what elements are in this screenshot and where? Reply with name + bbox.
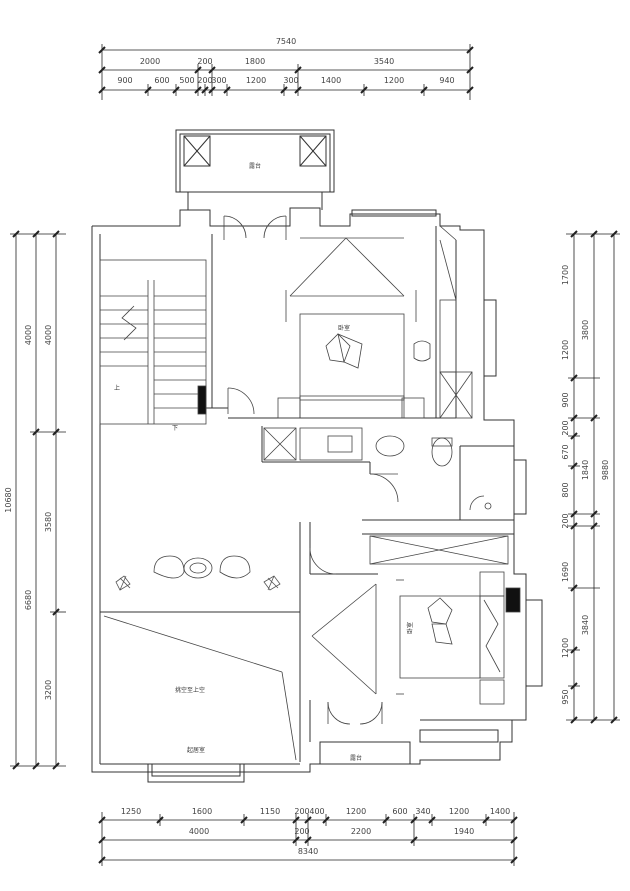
top-r1-2: 1800 (245, 57, 265, 66)
doors (223, 215, 485, 725)
bot-r1-7: 340 (415, 807, 430, 816)
bot-r1-3: 200 (294, 807, 309, 816)
top-r2-1: 600 (154, 76, 169, 85)
right-inner-7: 1690 (561, 562, 570, 582)
bottom-dimensions: 1250 1600 1150 200 400 1200 600 340 1200… (98, 807, 518, 866)
bedroom-1: 卧室 (277, 225, 473, 419)
top-r2-3: 200 (197, 76, 212, 85)
bot-r2-1: 200 (294, 827, 309, 836)
balcony-bottom-label: 露台 (350, 754, 362, 762)
left-inner-1: 3580 (44, 512, 53, 532)
top-total-label: 7540 (276, 37, 296, 46)
bot-r1-0: 1250 (121, 807, 141, 816)
bedroom-2-label: 卧室 (406, 622, 414, 634)
bot-r2-0: 4000 (189, 827, 209, 836)
right-inner-3: 200 (561, 420, 570, 435)
top-r2-8: 1200 (384, 76, 404, 85)
right-outer-2: 3840 (581, 615, 590, 635)
entry-label: 起居室 (187, 746, 205, 754)
top-r2-0: 900 (117, 76, 132, 85)
right-inner-9: 950 (561, 689, 570, 704)
right-inner-0: 1700 (561, 265, 570, 285)
top-r1-1: 200 (197, 57, 212, 66)
top-r2-7: 1400 (321, 76, 341, 85)
bot-r1-4: 400 (309, 807, 324, 816)
staircase: 上 下 (99, 259, 207, 432)
bot-r2-2: 2200 (351, 827, 371, 836)
left-total-label: 10680 (4, 487, 13, 512)
bedroom-1-label: 卧室 (338, 324, 350, 332)
left-dimensions: 10680 4000 6680 4000 3580 3200 (4, 230, 66, 770)
bot-r1-1: 1600 (192, 807, 212, 816)
open-void: 挑空至上空 起居室 (103, 615, 297, 761)
bot-total-label: 8340 (298, 847, 318, 856)
bot-r1-2: 1150 (260, 807, 280, 816)
top-r2-4: 300 (211, 76, 226, 85)
right-outer-1: 1840 (581, 460, 590, 480)
top-r2-9: 940 (439, 76, 454, 85)
top-r1-0: 2000 (140, 57, 160, 66)
right-inner-1: 1200 (561, 340, 570, 360)
top-dimensions: 7540 2000 200 1800 3540 900 600 500 200 … (98, 37, 474, 100)
bot-r1-6: 600 (392, 807, 407, 816)
bot-r1-5: 1200 (346, 807, 366, 816)
bedroom-2: 卧室 (311, 535, 521, 705)
right-inner-5: 800 (561, 482, 570, 497)
open-area-label: 挑空至上空 (175, 686, 205, 694)
left-outer-1: 6680 (24, 590, 33, 610)
right-dimensions: 1700 1200 900 200 670 800 200 1690 1200 … (561, 230, 620, 724)
right-inner-6: 200 (561, 513, 570, 528)
bot-r1-8: 1200 (449, 807, 469, 816)
right-inner-4: 670 (561, 444, 570, 459)
stair-label-down: 下 (172, 425, 178, 432)
right-total-label: 9880 (601, 460, 610, 480)
right-outer-0: 3800 (581, 320, 590, 340)
right-inner-8: 1200 (561, 638, 570, 658)
top-r2-5: 1200 (246, 76, 266, 85)
balcony-top-label: 露台 (249, 162, 261, 170)
left-outer-0: 4000 (24, 325, 33, 345)
living-area (115, 555, 281, 591)
top-r2-2: 500 (179, 76, 194, 85)
left-inner-0: 4000 (44, 325, 53, 345)
top-r1-3: 3540 (374, 57, 394, 66)
walls (91, 129, 543, 783)
bot-r1-9: 1400 (490, 807, 510, 816)
top-r2-6: 300 (283, 76, 298, 85)
right-inner-2: 900 (561, 392, 570, 407)
stair-label-up: 上 (114, 384, 120, 392)
kitchen-bath (263, 427, 492, 510)
left-inner-2: 3200 (44, 680, 53, 700)
bot-r2-3: 1940 (454, 827, 474, 836)
